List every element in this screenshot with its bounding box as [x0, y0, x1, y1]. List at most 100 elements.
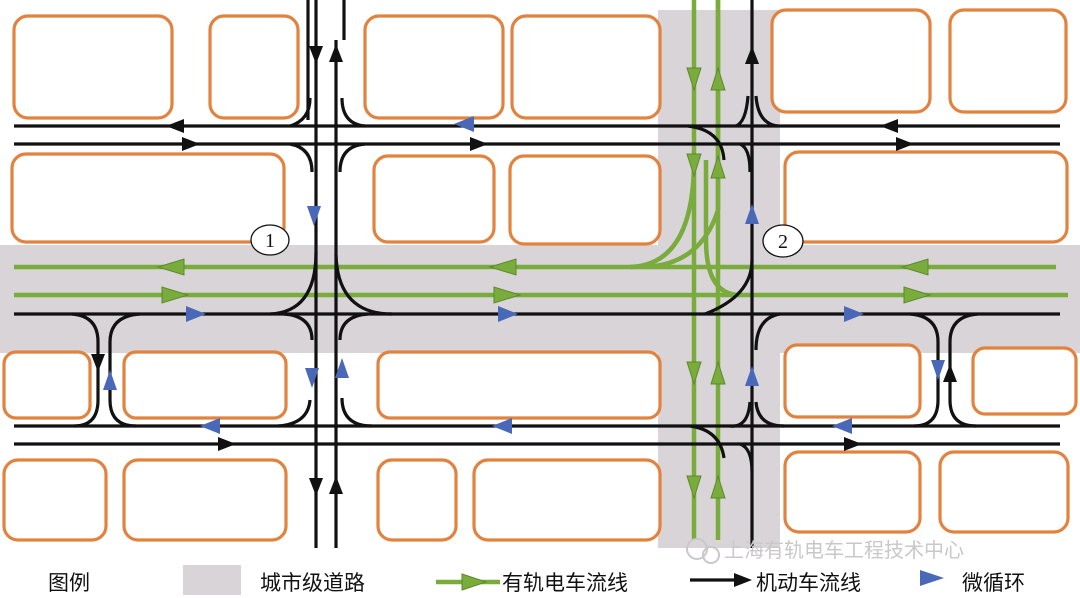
tram-arrow	[710, 66, 726, 91]
watermark: 上海有轨电车工程技术中心	[686, 538, 964, 564]
vehicle-arrow	[166, 119, 184, 133]
label-circle	[250, 224, 290, 256]
city-block	[948, 8, 1068, 114]
vehicle-arrow	[844, 437, 862, 451]
label-number: 1	[265, 230, 275, 252]
city-block	[2, 350, 92, 420]
intersection-label-2: 2	[762, 224, 804, 258]
city-blocks	[2, 8, 1078, 542]
label-circle	[762, 224, 804, 258]
city-block	[783, 150, 1069, 244]
vehicle-curve	[340, 97, 366, 128]
micro-arrow	[832, 418, 852, 434]
city-block	[783, 343, 922, 419]
tram-arrow	[161, 286, 190, 304]
city-block	[770, 8, 932, 114]
micro-legend-arrow	[920, 570, 944, 586]
micro-arrow	[844, 306, 864, 322]
city-block	[122, 350, 288, 420]
city-block	[783, 450, 922, 534]
micro-arrow	[103, 370, 117, 390]
tram-arrows	[156, 66, 932, 500]
watermark-text: 上海有轨电车工程技术中心	[724, 538, 964, 562]
vehicle-curve	[704, 259, 754, 316]
micro-arrow	[745, 204, 759, 224]
wechat-icon-bubble	[702, 546, 720, 564]
city-block	[376, 350, 662, 420]
vehicle-curve	[283, 312, 314, 341]
vehicle-arrow	[218, 437, 236, 451]
vehicle-curve	[754, 95, 779, 128]
city-block	[2, 458, 108, 542]
city-block	[510, 14, 662, 120]
vehicle-arrow	[896, 137, 914, 151]
tram-turn-north-to-west	[629, 159, 697, 270]
city-block	[372, 154, 496, 244]
vehicle-arrow	[309, 46, 323, 64]
micro-arrow	[931, 360, 945, 380]
legend-title: 图例	[48, 571, 90, 595]
vehicle-arrow	[182, 137, 200, 151]
tram-arrow	[903, 286, 932, 304]
tram-arrow	[493, 286, 522, 304]
vehicle-curve	[754, 312, 781, 351]
tram-arrow	[686, 67, 702, 92]
intersection-label-1: 1	[250, 224, 290, 256]
vehicle-arrow	[880, 119, 898, 133]
tram-arrow	[900, 258, 929, 276]
label-number: 2	[778, 231, 788, 253]
vehicle-curve	[338, 142, 366, 173]
tram-arrow	[686, 475, 702, 500]
city-block	[971, 346, 1078, 416]
vehicle-curve	[735, 95, 750, 128]
vehicle-curve	[687, 124, 726, 161]
vehicle-curve	[340, 397, 373, 428]
vehicle-curve	[289, 97, 312, 128]
city-block	[122, 458, 288, 542]
city-block	[12, 14, 174, 120]
tram-arrow	[710, 154, 726, 179]
vehicle-arrow	[329, 44, 343, 62]
tram-arrow	[710, 360, 726, 385]
micro-arrow	[498, 306, 518, 322]
city-block	[376, 458, 458, 542]
tram-turn-east-to-south	[703, 160, 741, 298]
vehicle-curve	[277, 399, 312, 428]
micro-arrow	[492, 418, 512, 434]
legend-label-micro: 微循环	[962, 571, 1025, 595]
vehicle-arrow	[309, 478, 323, 496]
tram-arrow	[710, 474, 726, 499]
micro-arrow	[305, 368, 319, 388]
micro-arrow	[335, 358, 349, 378]
vehicle-legend-arrow	[734, 573, 752, 587]
legend-label-tram: 有轨电车流线	[502, 571, 628, 595]
vehicle-curve	[754, 401, 785, 428]
legend: 图例 城市级道路 有轨电车流线 机动车流线 微循环	[48, 565, 1025, 595]
micro-arrow	[200, 418, 220, 434]
road-swatch	[183, 565, 241, 595]
legend-label-road: 城市级道路	[260, 571, 365, 595]
legend-label-vehicle: 机动车流线	[756, 571, 861, 595]
city-block	[363, 14, 505, 120]
city-block	[938, 450, 1070, 534]
micro-arrow	[307, 206, 321, 226]
tram-arrow	[686, 361, 702, 386]
micro-circulation-arrows	[103, 116, 945, 434]
vehicle-arrow	[470, 137, 488, 151]
city-block	[10, 152, 286, 244]
vehicle-curve	[338, 312, 369, 341]
vehicle-arrow	[91, 354, 105, 372]
city-block	[472, 458, 662, 542]
vehicle-curve	[729, 401, 752, 428]
vehicle-arrow	[329, 476, 343, 494]
tram-arrow	[686, 153, 702, 178]
vehicle-curve	[289, 142, 314, 173]
vehicle-arrows	[91, 44, 957, 496]
tram-arrow	[488, 258, 517, 276]
vehicle-arrow	[745, 46, 759, 64]
vehicle-curve	[269, 251, 318, 316]
tram-arrow	[156, 258, 185, 276]
vehicle-curve	[739, 442, 754, 473]
city-block	[508, 154, 662, 246]
